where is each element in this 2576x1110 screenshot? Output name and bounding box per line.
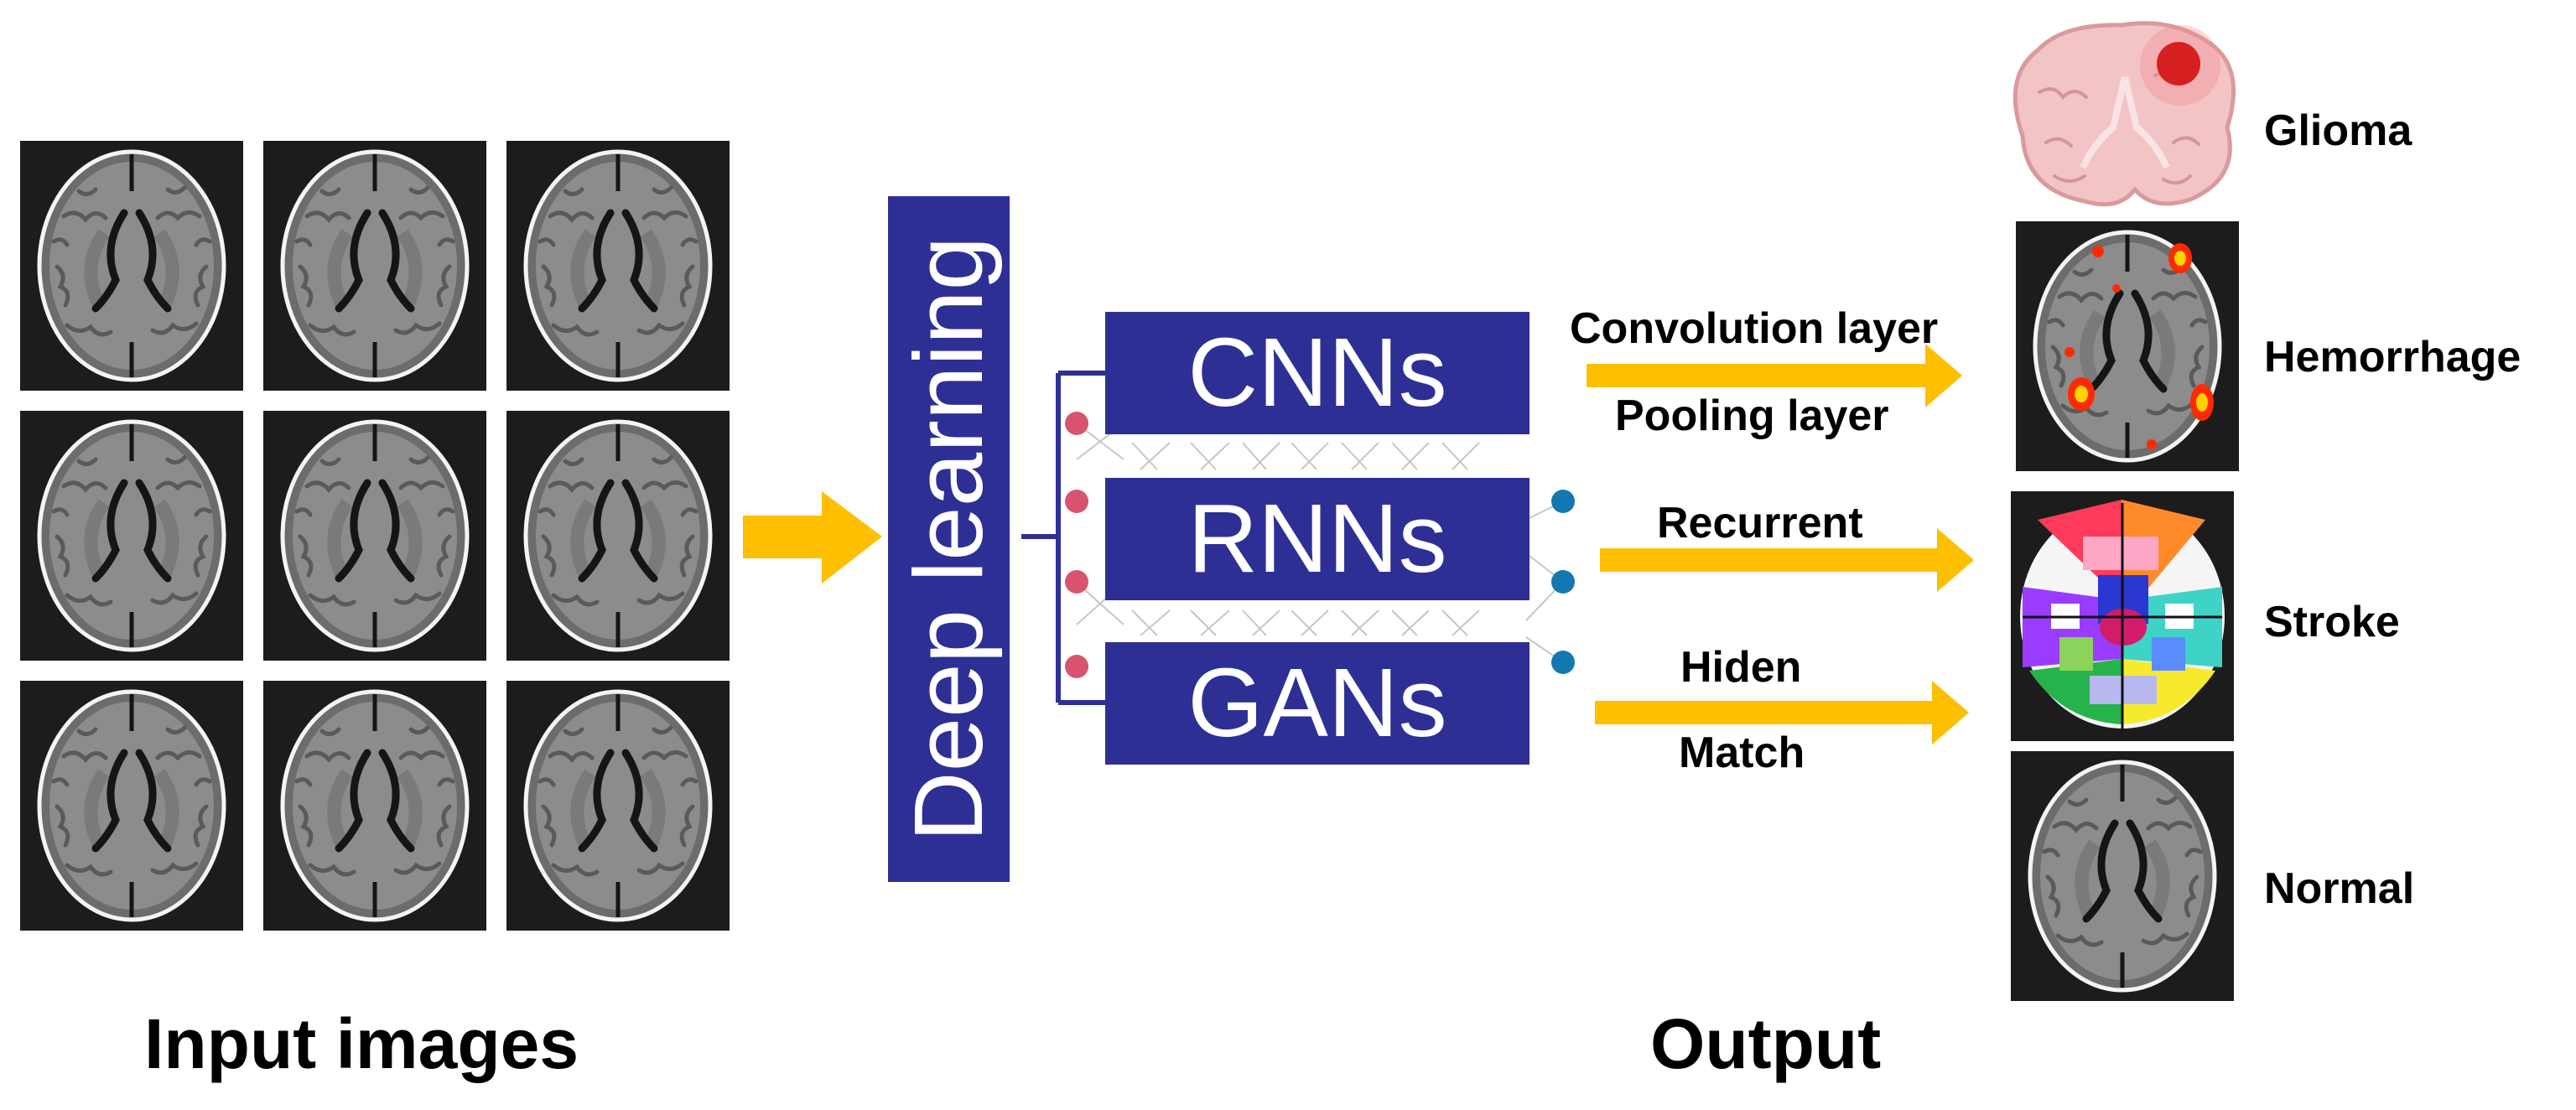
deep-learning-label-wrap: Deep learning [888, 196, 1010, 882]
input-brain-mri [506, 411, 730, 661]
input-brain-mri [20, 681, 243, 931]
pooling-layer-label: Pooling layer [1615, 392, 1889, 440]
input-images-caption: Input images [144, 1004, 579, 1083]
cnns-output-arrow [1587, 344, 1962, 407]
input-nodes [1065, 412, 1088, 678]
match-label: Match [1679, 729, 1805, 777]
glioma-image [2012, 21, 2236, 207]
glioma-label: Glioma [2264, 106, 2412, 155]
input-brain-mri [20, 411, 243, 661]
stroke-image [2011, 491, 2234, 741]
normal-label: Normal [2264, 864, 2415, 913]
gans-label: GANs [1187, 648, 1447, 757]
normal-image [2011, 751, 2234, 1001]
input-brain-mri [263, 141, 486, 391]
hemorrhage-label: Hemorrhage [2264, 333, 2521, 381]
input-brain-mri [263, 411, 486, 661]
cnns-label: CNNs [1187, 318, 1447, 427]
input-brain-mri [263, 681, 486, 931]
rnns-block [1105, 478, 1530, 600]
input-brain-mri [20, 141, 243, 391]
gans-output-arrow [1595, 681, 1969, 744]
rnns-label: RNNs [1187, 484, 1447, 593]
rnns-output-arrow [1600, 528, 1974, 592]
input-images-grid [20, 141, 730, 931]
output-caption: Output [1650, 1004, 1882, 1083]
gans-block [1105, 642, 1530, 765]
deep-learning-block [888, 196, 1010, 882]
stroke-label: Stroke [2264, 598, 2400, 646]
input-arrow [743, 491, 882, 584]
input-brain-mri [506, 681, 730, 931]
hemorrhage-image [2016, 221, 2239, 471]
cnns-block [1105, 312, 1530, 434]
input-brain-mri [506, 141, 730, 391]
deep-learning-label: Deep learning [894, 236, 1004, 843]
recurrent-label: Recurrent [1657, 499, 1863, 547]
network-connections [1076, 423, 1564, 663]
output-nodes [1551, 490, 1575, 674]
convolution-layer-label: Convolution layer [1570, 304, 1939, 353]
hiden-label: Hiden [1680, 643, 1802, 692]
